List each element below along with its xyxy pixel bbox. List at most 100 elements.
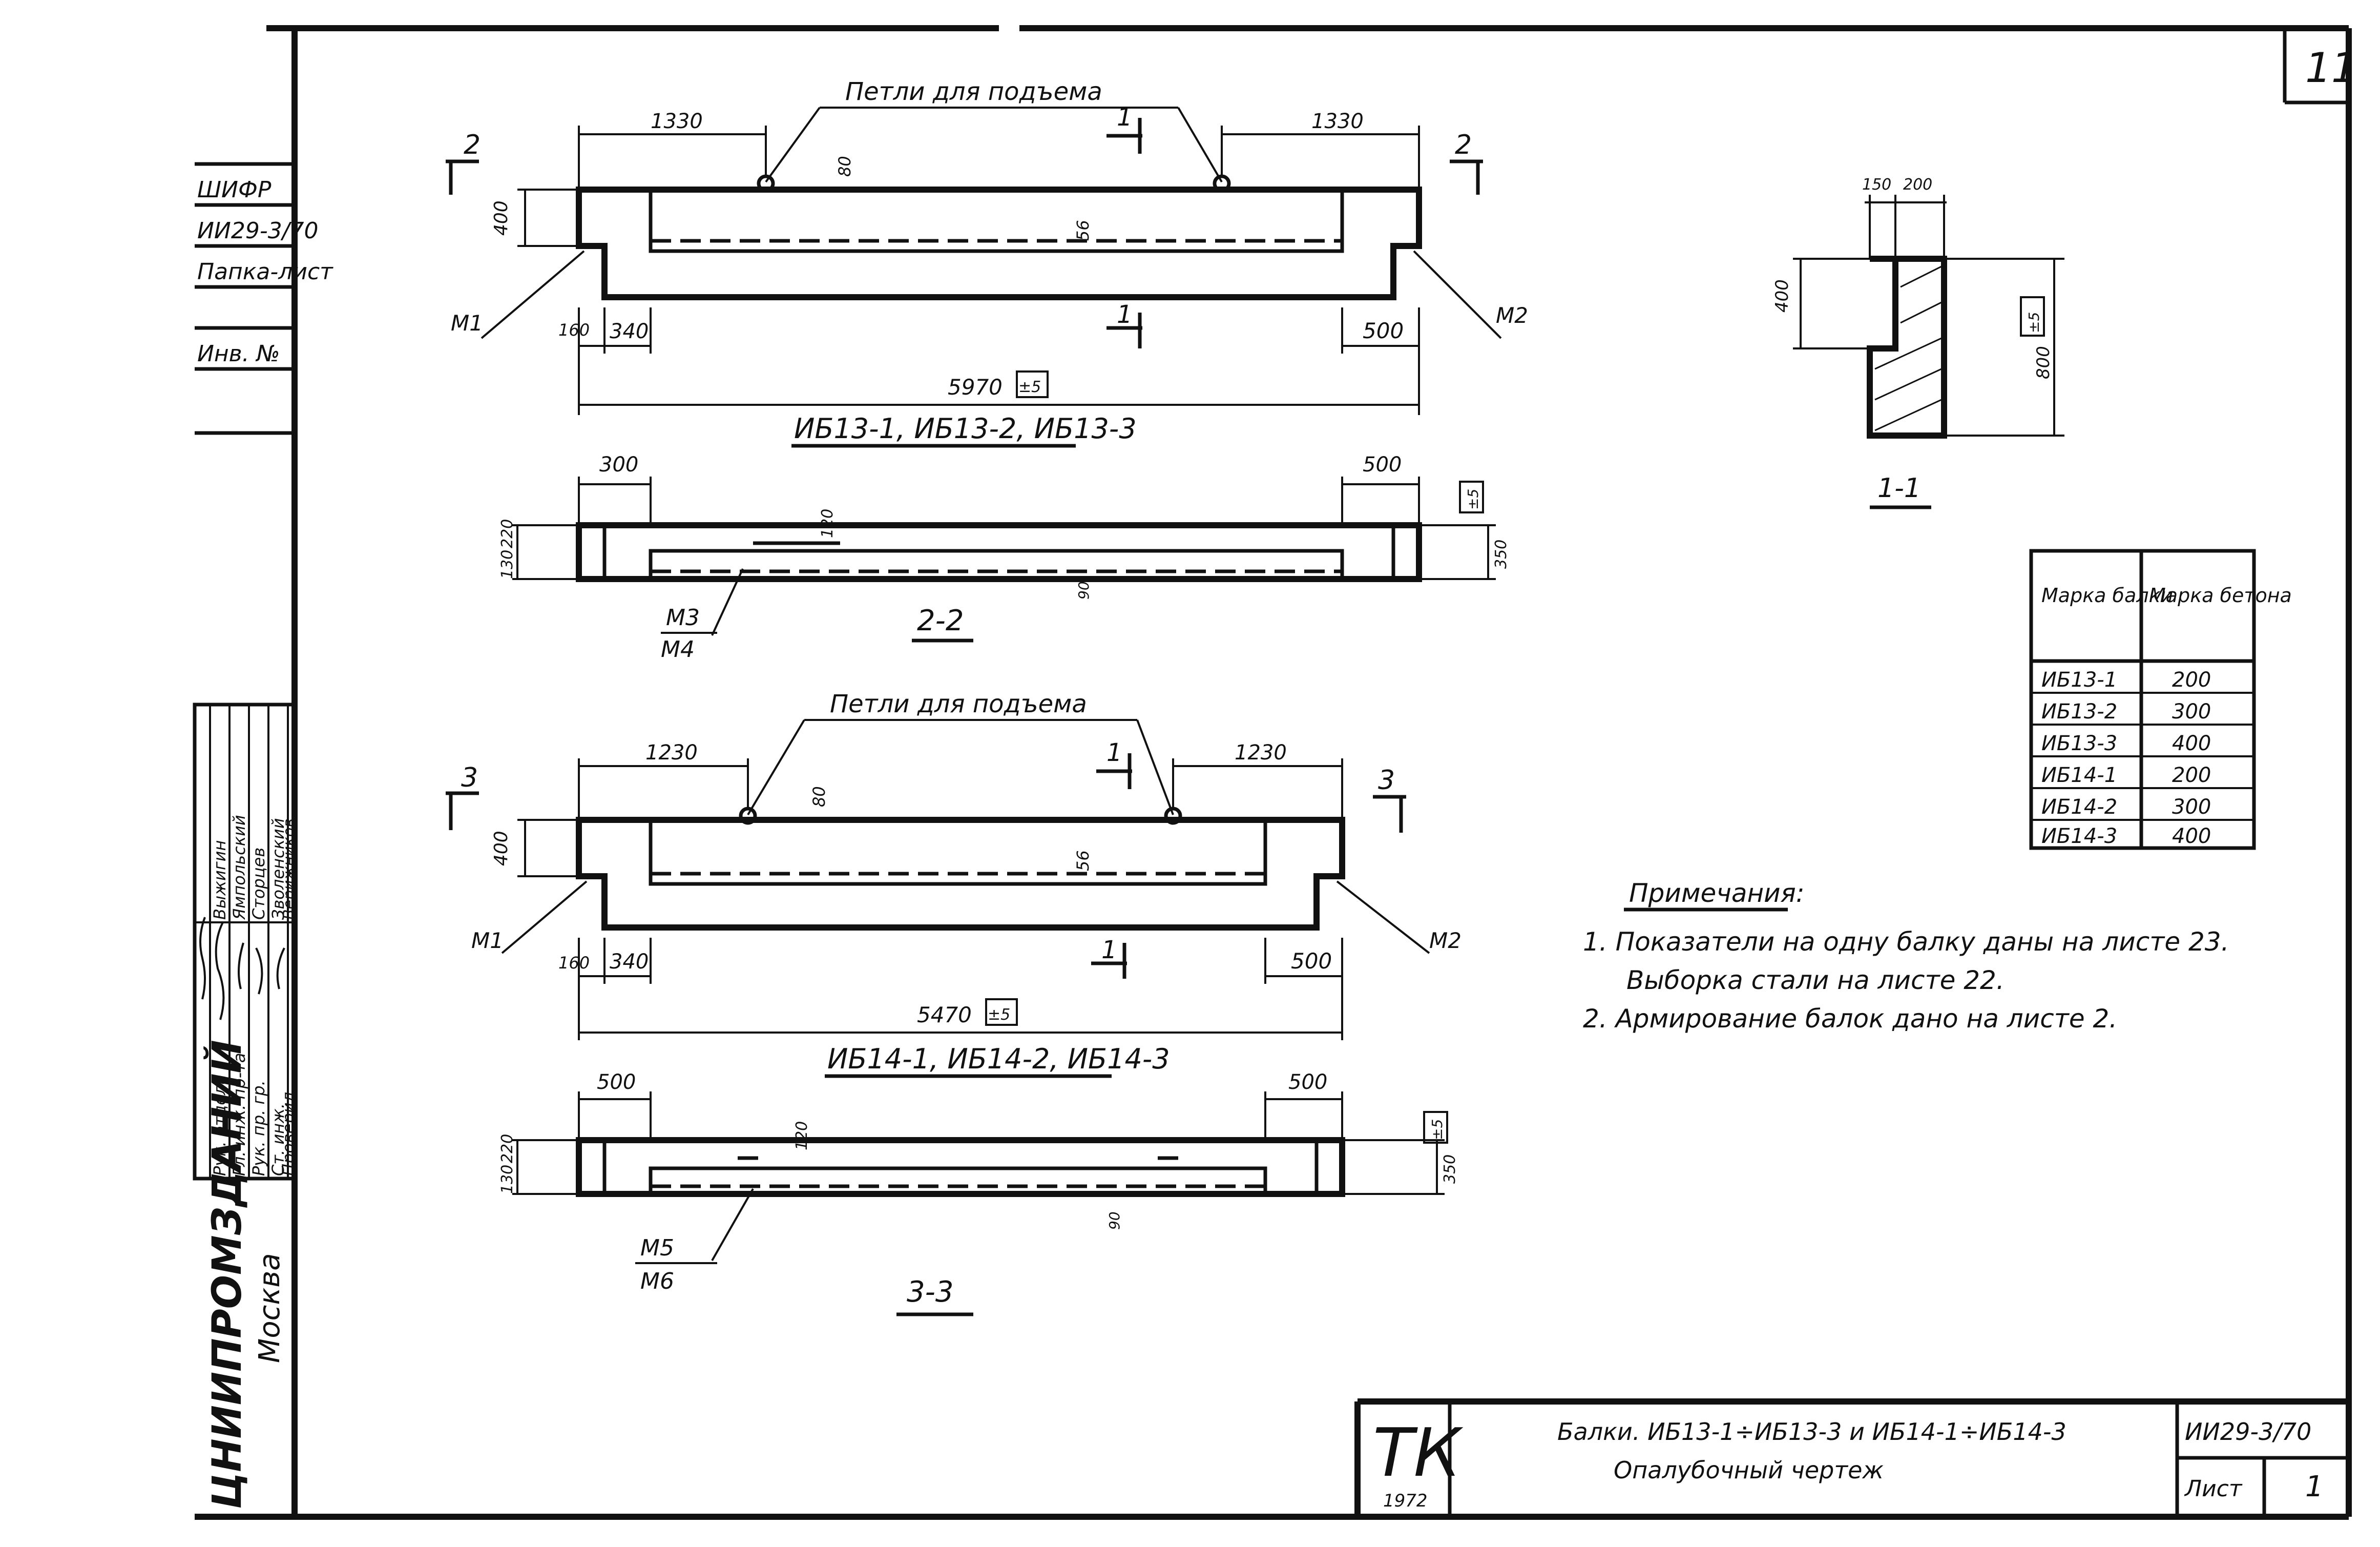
table-r5-c2: 300	[2172, 795, 2211, 819]
s33-dim-130: 130	[498, 1165, 516, 1194]
stamp-line-2: ИИ29-3/70	[197, 218, 319, 244]
table-r6-c2: 400	[2172, 824, 2211, 848]
s22-tolerance: ±5	[1465, 489, 1481, 510]
s33-mark-bottom: М6	[640, 1268, 674, 1294]
top-section-2-right: 2	[1455, 130, 1472, 160]
s11-dim-400: 400	[1772, 279, 1792, 313]
table-header-1-line: Марка балки	[2041, 584, 2173, 607]
top-dim-400: 400	[491, 200, 512, 236]
bottom-length: 5470	[917, 1002, 972, 1027]
bottom-section-1-upper: 1	[1107, 738, 1122, 767]
top-length: 5970	[948, 375, 1003, 400]
stamp-line-1: ШИФР	[197, 177, 272, 203]
stamp-line-4: Инв. №	[197, 341, 280, 367]
top-lifting-loops-label: Петли для подъема	[845, 77, 1102, 106]
s33-dim-350: 350	[1441, 1154, 1459, 1184]
top-beam-elevation: Петли для подъема 1330 1330 80 400 56 16…	[446, 77, 1528, 448]
s22-dim-90: 90	[1075, 581, 1092, 600]
table-r4-c2: 200	[2172, 764, 2211, 787]
name-1: Выжигин	[210, 840, 229, 920]
top-dim-500: 500	[1363, 318, 1404, 343]
bottom-tolerance: ±5	[988, 1006, 1010, 1024]
s33-dim-left: 500	[597, 1070, 636, 1094]
s11-dim-800: 800	[2033, 346, 2054, 379]
note-1: 1. Показатели на одну балку даны на лист…	[1583, 927, 2229, 957]
org-name: ЦНИИПРОМЗДАНИЙ	[203, 1040, 250, 1509]
tb-sheet-label: Лист	[2184, 1476, 2243, 1502]
bottom-dim-500: 500	[1291, 948, 1332, 974]
notes-title: Примечания:	[1629, 878, 1805, 908]
tb-sheet-no: 1	[2305, 1470, 2324, 1503]
s22-dim-130: 130	[498, 550, 516, 579]
bottom-section-3-right: 3	[1378, 765, 1395, 796]
bottom-section-3-left: 3	[461, 762, 478, 793]
bottom-lifting-loops-label: Петли для подъема	[830, 690, 1087, 718]
table-r2-c1: ИБ13-2	[2041, 700, 2117, 724]
tb-title-line1: Балки. ИБ13-1÷ИБ13-3 и ИБ14-1÷ИБ14-3	[1557, 1418, 2066, 1446]
role-5: Проверил	[279, 1092, 298, 1176]
top-section-1-upper: 1	[1117, 103, 1133, 132]
bottom-mark-m2: M2	[1429, 928, 1462, 953]
table-r5-c1: ИБ14-2	[2041, 795, 2117, 819]
role-3: Рук. пр. гр.	[249, 1080, 268, 1176]
bottom-dim-left: 1230	[645, 741, 698, 765]
bottom-dim-400: 400	[491, 831, 512, 866]
org-city: Москва	[253, 1253, 286, 1363]
top-dim-340: 340	[610, 320, 649, 343]
tb-code: ИИ29-3/70	[2185, 1418, 2311, 1446]
s33-dim-120: 120	[793, 1121, 811, 1150]
s22-dim-120: 120	[819, 509, 837, 538]
bottom-beam-elevation: Петли для подъема 1230 1230 80 400 56 16…	[446, 690, 1462, 1078]
bottom-dim-340: 340	[610, 950, 649, 974]
name-4: Зволенский	[268, 818, 288, 920]
top-mark-m2: M2	[1496, 303, 1528, 328]
notes: Примечания: 1. Показатели на одну балку …	[1583, 878, 2229, 1034]
bottom-dim-80: 80	[809, 786, 829, 807]
top-tolerance: ±5	[1018, 378, 1041, 396]
s22-dim-left: 300	[599, 453, 638, 477]
s22-mark-bottom: М4	[661, 636, 695, 663]
name-2: Ямпольский	[229, 815, 249, 920]
role-2: Гл. инж. пр-та	[229, 1053, 249, 1176]
top-section-2-left: 2	[464, 130, 481, 160]
role-4: Ст. инж.	[268, 1103, 288, 1176]
s33-mark-top: М5	[640, 1235, 674, 1261]
table-r1-c2: 200	[2172, 668, 2211, 692]
bottom-beam-title: ИБ14-1, ИБ14-2, ИБ14-3	[827, 1043, 1170, 1075]
section-2-2: 300 500 120 220 130 350 ±5 90 М3 М4 2-2	[498, 453, 1510, 663]
s22-dim-right: 500	[1363, 453, 1402, 477]
note-2: 2. Армирование балок дано на листе 2.	[1583, 1004, 2117, 1034]
table-r3-c2: 400	[2172, 732, 2211, 755]
name-5: Верижников	[280, 818, 298, 920]
s22-mark-top: М3	[666, 605, 700, 631]
bottom-dim-56: 56	[1073, 850, 1093, 871]
table-header-2-line: Марка бетона	[2149, 584, 2292, 607]
s33-title: 3-3	[907, 1275, 953, 1309]
sheet-number: 11	[2305, 44, 2357, 92]
table-r1-c1: ИБ13-1	[2041, 668, 2117, 692]
table-r4-c1: ИБ14-1	[2041, 764, 2117, 787]
s22-title: 2-2	[917, 604, 964, 637]
signature-block: Рук. отдела Гл. инж. пр-та Рук. пр. гр. …	[193, 703, 298, 1181]
organisation: ЦНИИПРОМЗДАНИЙ Москва	[203, 1040, 286, 1509]
s33-dim-90: 90	[1106, 1211, 1123, 1230]
bottom-mark-m1: M1	[471, 928, 504, 953]
s22-dim-350: 350	[1492, 540, 1510, 569]
table-r3-c1: ИБ13-3	[2041, 732, 2117, 755]
s11-dim-200: 200	[1903, 176, 1932, 194]
bottom-dim-right: 1230	[1235, 741, 1287, 765]
s33-dim-220: 220	[498, 1134, 516, 1163]
marks-table: Марка балки Марка бетона ИБ13-1 200 ИБ13…	[2029, 549, 2292, 850]
top-dim-160: 160	[558, 320, 590, 340]
table-r6-c1: ИБ14-3	[2041, 824, 2117, 848]
top-section-1-lower: 1	[1117, 300, 1133, 329]
left-stamp: ШИФР ИИ29-3/70 Папка-лист Инв. №	[195, 162, 333, 435]
tb-series: ТК	[1373, 1414, 1464, 1492]
s33-dim-right: 500	[1288, 1070, 1327, 1094]
top-mark-m1: M1	[451, 311, 483, 336]
s11-tolerance: ±5	[2026, 312, 2042, 333]
top-dim-left: 1330	[651, 110, 703, 133]
bottom-section-1-lower: 1	[1101, 936, 1117, 964]
role-1: Рук. отдела	[210, 1075, 229, 1176]
